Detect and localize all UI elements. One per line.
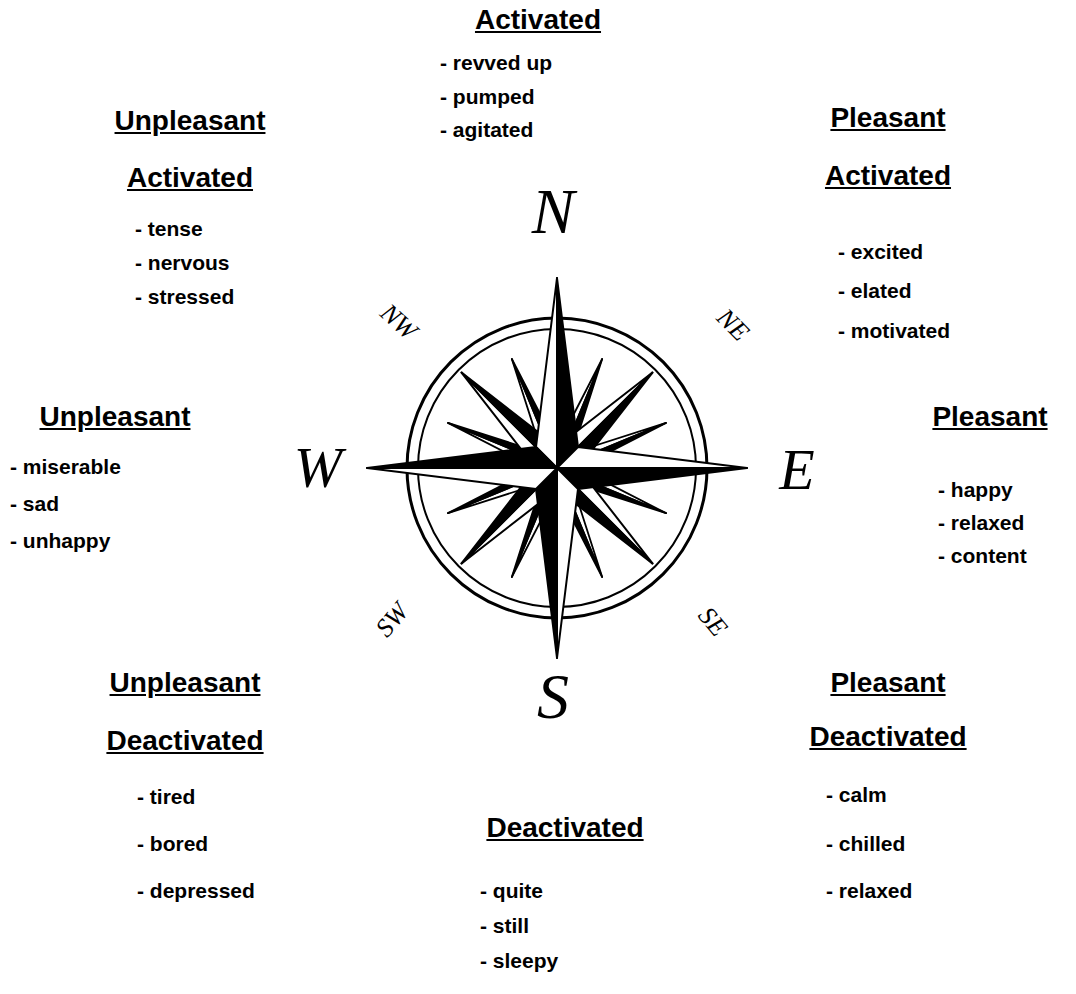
mood-word: - pumped: [440, 84, 535, 109]
compass-direction: SE: [693, 603, 731, 642]
quadrant-heading: Deactivated: [486, 810, 643, 846]
mood-word: - stressed: [135, 284, 234, 309]
mood-word: - relaxed: [938, 510, 1024, 535]
compass-direction: N: [532, 180, 575, 244]
mood-word: - bored: [137, 831, 208, 856]
mood-word: - depressed: [137, 878, 255, 903]
mood-word: - still: [480, 913, 529, 938]
quadrant-heading: Activated: [475, 2, 601, 38]
mood-word: - sleepy: [480, 948, 558, 973]
mood-word: - calm: [826, 782, 887, 807]
mood-word: - sad: [10, 491, 59, 516]
compass-direction: E: [779, 441, 814, 499]
quadrant-heading: Unpleasant: [40, 399, 191, 435]
quadrant-heading: Pleasant: [932, 399, 1047, 435]
mood-word: - happy: [938, 477, 1013, 502]
mood-word: - relaxed: [826, 878, 912, 903]
mood-word: - unhappy: [10, 528, 110, 553]
compass-direction: SW: [371, 598, 413, 641]
quadrant-heading: Unpleasant Activated: [80, 92, 300, 206]
mood-word: - agitated: [440, 117, 533, 142]
mood-word: - miserable: [10, 454, 121, 479]
mood-word: - chilled: [826, 831, 905, 856]
mood-word: - content: [938, 543, 1027, 568]
compass-direction: W: [294, 439, 342, 497]
quadrant-heading: Pleasant Deactivated: [778, 656, 998, 764]
mood-word: - nervous: [135, 250, 230, 275]
mood-word: - excited: [838, 239, 923, 264]
mood-word: - motivated: [838, 318, 950, 343]
mood-word: - revved up: [440, 50, 552, 75]
compass-direction: NW: [375, 299, 421, 344]
quadrant-heading: Unpleasant Deactivated: [75, 654, 295, 770]
compass-direction: S: [537, 665, 569, 729]
mood-word: - quite: [480, 878, 543, 903]
compass-star: [367, 278, 747, 658]
compass-direction: NE: [712, 304, 754, 346]
quadrant-heading: Pleasant Activated: [778, 89, 998, 205]
mood-word: - tense: [135, 216, 203, 241]
mood-word: - tired: [137, 784, 195, 809]
mood-word: - elated: [838, 278, 912, 303]
